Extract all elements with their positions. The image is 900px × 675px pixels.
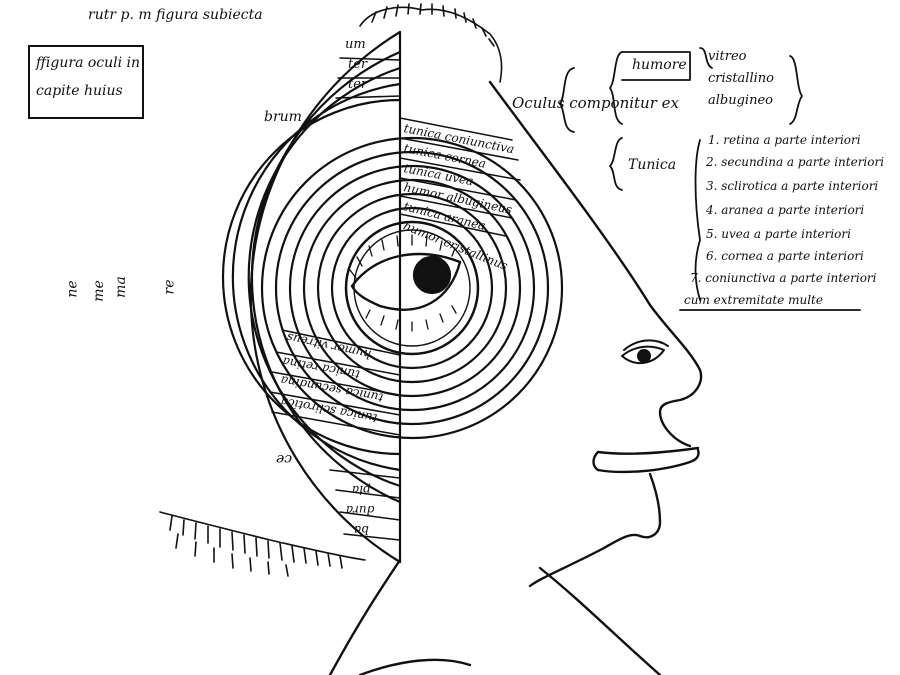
label-ba: ba <box>354 523 369 537</box>
tunica-5: 5. uvea a parte interiori <box>706 227 851 241</box>
tunica-7: 7. coniunctiva a parte interiori <box>690 271 877 285</box>
label-ter-2: ter <box>348 77 368 92</box>
humor-3: albugineo <box>708 93 773 108</box>
tunica-1: 1. retina a parte interiori <box>708 133 861 147</box>
hair-tuft-bottom <box>159 511 366 577</box>
humor-1: vitreo <box>708 49 747 64</box>
label-ce: ce <box>276 451 293 467</box>
label-um: um <box>345 37 366 52</box>
top-caption: rutr p. m figura subiecta <box>88 7 263 23</box>
left-rules <box>269 57 401 541</box>
title-box: ffigura oculi in capite huius <box>28 45 144 119</box>
schema-footer: cum extremitate multe <box>684 293 823 307</box>
schema-brackets <box>559 47 861 311</box>
title-line-2: capite huius <box>36 83 123 99</box>
label-ne: ne <box>64 280 81 298</box>
label-ter-1: ter <box>348 57 368 72</box>
humor-2: cristallino <box>708 71 774 86</box>
face-profile <box>328 80 703 675</box>
right-rules <box>399 117 521 237</box>
tunica-3: 3. sclirotica a parte interiori <box>706 179 879 193</box>
outer-circles <box>221 30 402 564</box>
tunica-4: 4. aranea a parte interiori <box>706 203 865 217</box>
label-ma: ma <box>112 276 129 298</box>
tunica-6: 6. cornea a parte interiori <box>706 249 864 263</box>
central-eye <box>344 220 480 356</box>
label-re: re <box>161 279 178 295</box>
hair-tuft-top <box>359 3 503 83</box>
schema-main-label: Oculus componitur ex <box>512 94 679 112</box>
schema-tunica-label: Tunica <box>628 157 677 173</box>
title-line-1: ffigura oculi in <box>36 55 141 71</box>
profile-eye <box>621 339 669 365</box>
label-brum: brum <box>264 109 302 125</box>
label-dura: dura <box>346 503 375 517</box>
label-pia: pia <box>352 483 371 497</box>
label-me: me <box>90 280 107 302</box>
tunica-2: 2. secundina a parte interiori <box>706 155 885 169</box>
schema-humore-label: humore <box>632 57 687 73</box>
